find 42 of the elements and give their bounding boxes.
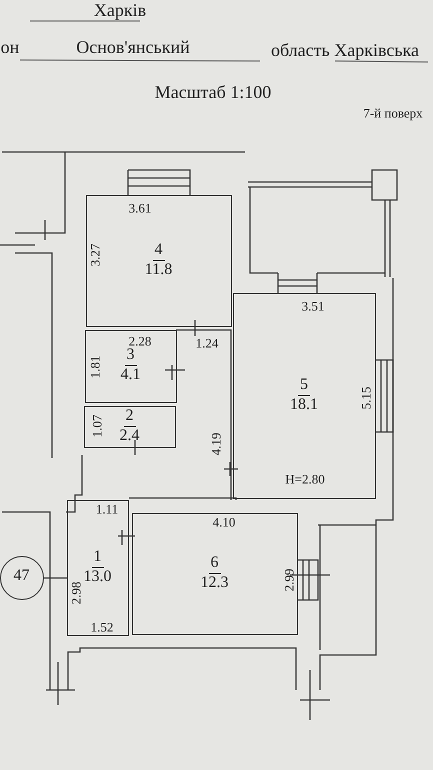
apartment-number-circle [0,556,44,600]
dimension-text: 2.28 [128,334,152,348]
apartment-number: 47 [14,568,30,584]
dimension-text: 4.10 [212,516,236,528]
district-name: Основ'янський [76,38,190,56]
dimension-text: 1.81 [88,356,102,378]
scale-note: Масштаб 1:100 [154,83,272,101]
room-number: 4 [152,242,164,260]
room-area: 2.4 [120,428,140,444]
dimension-text: 1.24 [196,336,218,350]
room-outline [85,330,177,403]
dimension-text: 5.15 [360,386,372,410]
room-area: 12.3 [200,574,228,590]
floor-note: 7-й поверх [363,106,423,120]
header-text: Харків [94,1,146,19]
room-outline [67,500,129,636]
dimension-text: 3.27 [88,244,102,266]
dimension-text: 2.98 [70,582,82,604]
dimension-text: 1.11 [96,502,118,516]
room-area: 18.1 [290,396,318,412]
room-outline [84,406,176,448]
room-area: 11.8 [144,262,172,278]
room-area: 4.1 [120,367,140,383]
region-name: область Харківська [270,41,420,59]
room-outline [132,513,298,635]
dimension-text: 2.99 [282,568,296,592]
room-outline [86,195,232,327]
header-text: он [0,38,20,56]
room-number: 3 [124,347,136,366]
dimension-text: 1.07 [90,414,104,438]
room-number: 5 [298,376,310,396]
leader-line [44,577,67,579]
dimension-text: 3.51 [302,300,324,312]
room-number: 1 [92,548,104,568]
dimension-text: 1.52 [90,620,114,634]
room-number: 2 [124,408,136,426]
ceiling-height-text: H=2.80 [285,472,325,486]
room-area: 13.0 [84,568,112,584]
room-number: 6 [208,554,220,574]
room-outline [233,293,376,499]
dimension-text: 3.61 [128,202,152,214]
dimension-text: 4.19 [210,432,222,456]
